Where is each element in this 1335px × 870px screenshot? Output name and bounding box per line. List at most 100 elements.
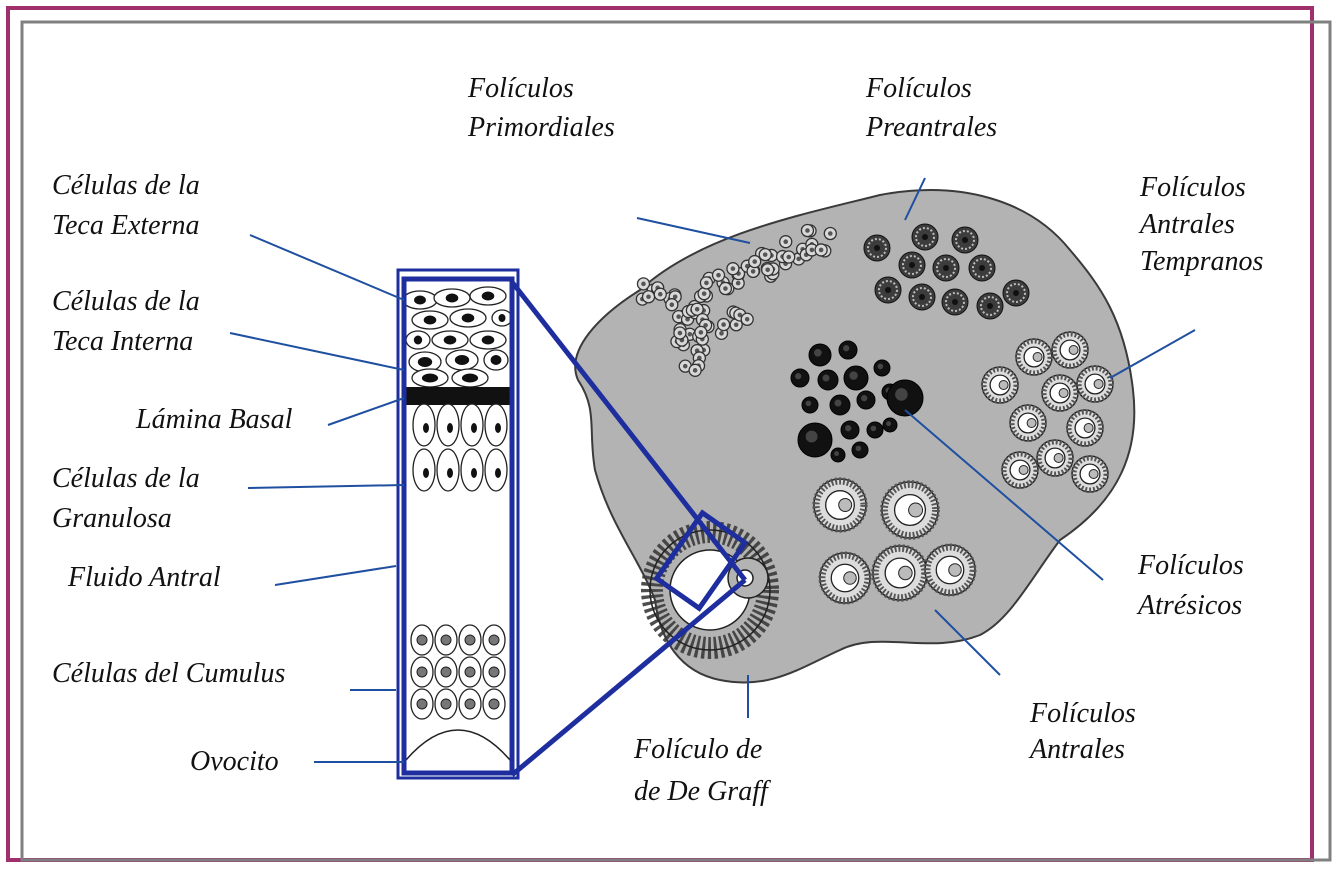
primordial-follicle-icon bbox=[780, 236, 792, 248]
teca-externa-cell bbox=[470, 331, 506, 349]
primordial-follicle-icon bbox=[801, 225, 813, 237]
svg-text:Folículos: Folículos bbox=[1139, 172, 1246, 203]
antral-follicle-icon bbox=[1002, 452, 1038, 488]
preantral-follicle-icon bbox=[899, 252, 925, 278]
granulosa-cell bbox=[437, 449, 459, 491]
svg-text:Primordiales: Primordiales bbox=[467, 112, 615, 143]
atretic-follicle-icon bbox=[798, 423, 832, 457]
atretic-follicle-icon bbox=[802, 397, 818, 413]
atretic-follicle-icon bbox=[791, 369, 809, 387]
teca-externa-cell bbox=[450, 309, 486, 327]
teca-externa-cell bbox=[412, 311, 448, 329]
cumulus-cell bbox=[411, 657, 433, 687]
cumulus-cell bbox=[483, 657, 505, 687]
granulosa-cell bbox=[413, 404, 435, 446]
teca-interna-cell bbox=[484, 350, 508, 370]
svg-text:Folículo de: Folículo de bbox=[633, 734, 762, 765]
primordial-follicle-icon bbox=[759, 249, 771, 261]
antral-follicle-icon bbox=[1010, 405, 1046, 441]
atretic-follicle-icon bbox=[830, 395, 850, 415]
svg-text:Antrales: Antrales bbox=[1138, 209, 1235, 240]
teca-externa-cell bbox=[434, 289, 470, 307]
antral-follicle-icon bbox=[820, 553, 870, 603]
antral-follicle-icon bbox=[1072, 456, 1108, 492]
primordial-follicle-icon bbox=[654, 288, 666, 300]
antral-follicle-icon bbox=[1037, 440, 1073, 476]
granulosa-cell bbox=[461, 449, 483, 491]
label-foliculos-antrales: Folículos Antrales bbox=[1028, 698, 1136, 765]
cumulus-cell bbox=[435, 625, 457, 655]
svg-text:Granulosa: Granulosa bbox=[52, 503, 172, 534]
tissue-column bbox=[403, 285, 512, 775]
atretic-follicle-icon bbox=[867, 422, 883, 438]
atretic-follicle-icon bbox=[818, 370, 838, 390]
svg-text:Antrales: Antrales bbox=[1028, 734, 1125, 765]
preantral-follicle-icon bbox=[933, 255, 959, 281]
granulosa-cell bbox=[485, 449, 507, 491]
cumulus-cell bbox=[435, 689, 457, 719]
cumulus-cell bbox=[483, 625, 505, 655]
preantral-follicle-icon bbox=[942, 289, 968, 315]
primordial-follicle-icon bbox=[824, 227, 836, 239]
preantral-follicle-icon bbox=[952, 227, 978, 253]
lamina-basal-band bbox=[406, 387, 510, 405]
preantral-follicle-icon bbox=[977, 293, 1003, 319]
teca-interna-cell bbox=[452, 369, 488, 387]
label-foliculos-antrales-tempranos: Folículos Antrales Tempranos bbox=[1138, 172, 1264, 277]
antral-follicle-icon bbox=[814, 479, 866, 531]
atretic-follicle-icon bbox=[841, 421, 859, 439]
label-foliculo-de-graff: Folículo de de De Graff bbox=[633, 734, 771, 807]
teca-interna-cell bbox=[412, 369, 448, 387]
svg-text:Preantrales: Preantrales bbox=[865, 112, 997, 143]
svg-text:Folículos: Folículos bbox=[1137, 550, 1244, 581]
atretic-follicle-icon bbox=[839, 341, 857, 359]
svg-text:Atrésicos: Atrésicos bbox=[1136, 590, 1242, 621]
atretic-follicle-icon bbox=[831, 448, 845, 462]
antral-follicle-icon bbox=[1042, 375, 1078, 411]
antral-follicle-icon bbox=[1077, 366, 1113, 402]
svg-text:Folículos: Folículos bbox=[1029, 698, 1136, 729]
svg-text:Tempranos: Tempranos bbox=[1140, 246, 1264, 277]
svg-text:Lámina Basal: Lámina Basal bbox=[135, 404, 293, 435]
primordial-follicle-icon bbox=[719, 283, 731, 295]
antral-follicle-icon bbox=[882, 482, 938, 538]
label-foliculos-primordiales: Folículos Primordiales bbox=[467, 73, 615, 143]
svg-text:Teca Interna: Teca Interna bbox=[52, 326, 193, 357]
primordial-follicle-icon bbox=[689, 364, 701, 376]
primordial-follicle-icon bbox=[815, 244, 827, 256]
primordial-follicle-icon bbox=[643, 291, 655, 303]
preantral-follicle-icon bbox=[1003, 280, 1029, 306]
preantral-follicle-icon bbox=[864, 235, 890, 261]
teca-externa-cell bbox=[406, 331, 430, 349]
teca-interna-cell bbox=[446, 350, 478, 370]
teca-externa-cell bbox=[470, 287, 506, 305]
granulosa-cell bbox=[413, 449, 435, 491]
svg-text:Folículos: Folículos bbox=[865, 73, 972, 104]
label-foliculos-atresicos: Folículos Atrésicos bbox=[1136, 550, 1244, 621]
label-lamina-basal: Lámina Basal bbox=[135, 404, 293, 435]
atretic-follicle-icon bbox=[844, 366, 868, 390]
svg-text:Células de la: Células de la bbox=[52, 170, 200, 201]
granulosa-cell bbox=[485, 404, 507, 446]
label-granulosa: Células de la Granulosa bbox=[52, 463, 200, 534]
primordial-follicle-icon bbox=[727, 263, 739, 275]
primordial-follicle-icon bbox=[674, 327, 686, 339]
antral-follicle-icon bbox=[1016, 339, 1052, 375]
cumulus-cell bbox=[459, 657, 481, 687]
teca-externa-cell bbox=[403, 291, 437, 309]
svg-text:Células de la: Células de la bbox=[52, 286, 200, 317]
primordial-follicle-icon bbox=[718, 319, 730, 331]
cumulus-cell bbox=[411, 625, 433, 655]
granulosa-cell bbox=[461, 404, 483, 446]
svg-text:Células del Cumulus: Células del Cumulus bbox=[52, 658, 285, 689]
primordial-follicle-icon bbox=[698, 288, 710, 300]
cumulus-cell bbox=[411, 689, 433, 719]
label-fluido-antral: Fluido Antral bbox=[67, 562, 221, 593]
antral-follicle-icon bbox=[925, 545, 975, 595]
svg-text:Células de la: Células de la bbox=[52, 463, 200, 494]
preantral-follicle-icon bbox=[909, 284, 935, 310]
svg-text:de De Graff: de De Graff bbox=[634, 776, 771, 807]
svg-text:Ovocito: Ovocito bbox=[190, 746, 279, 777]
primordial-follicle-icon bbox=[749, 256, 761, 268]
teca-externa-cell bbox=[432, 331, 468, 349]
